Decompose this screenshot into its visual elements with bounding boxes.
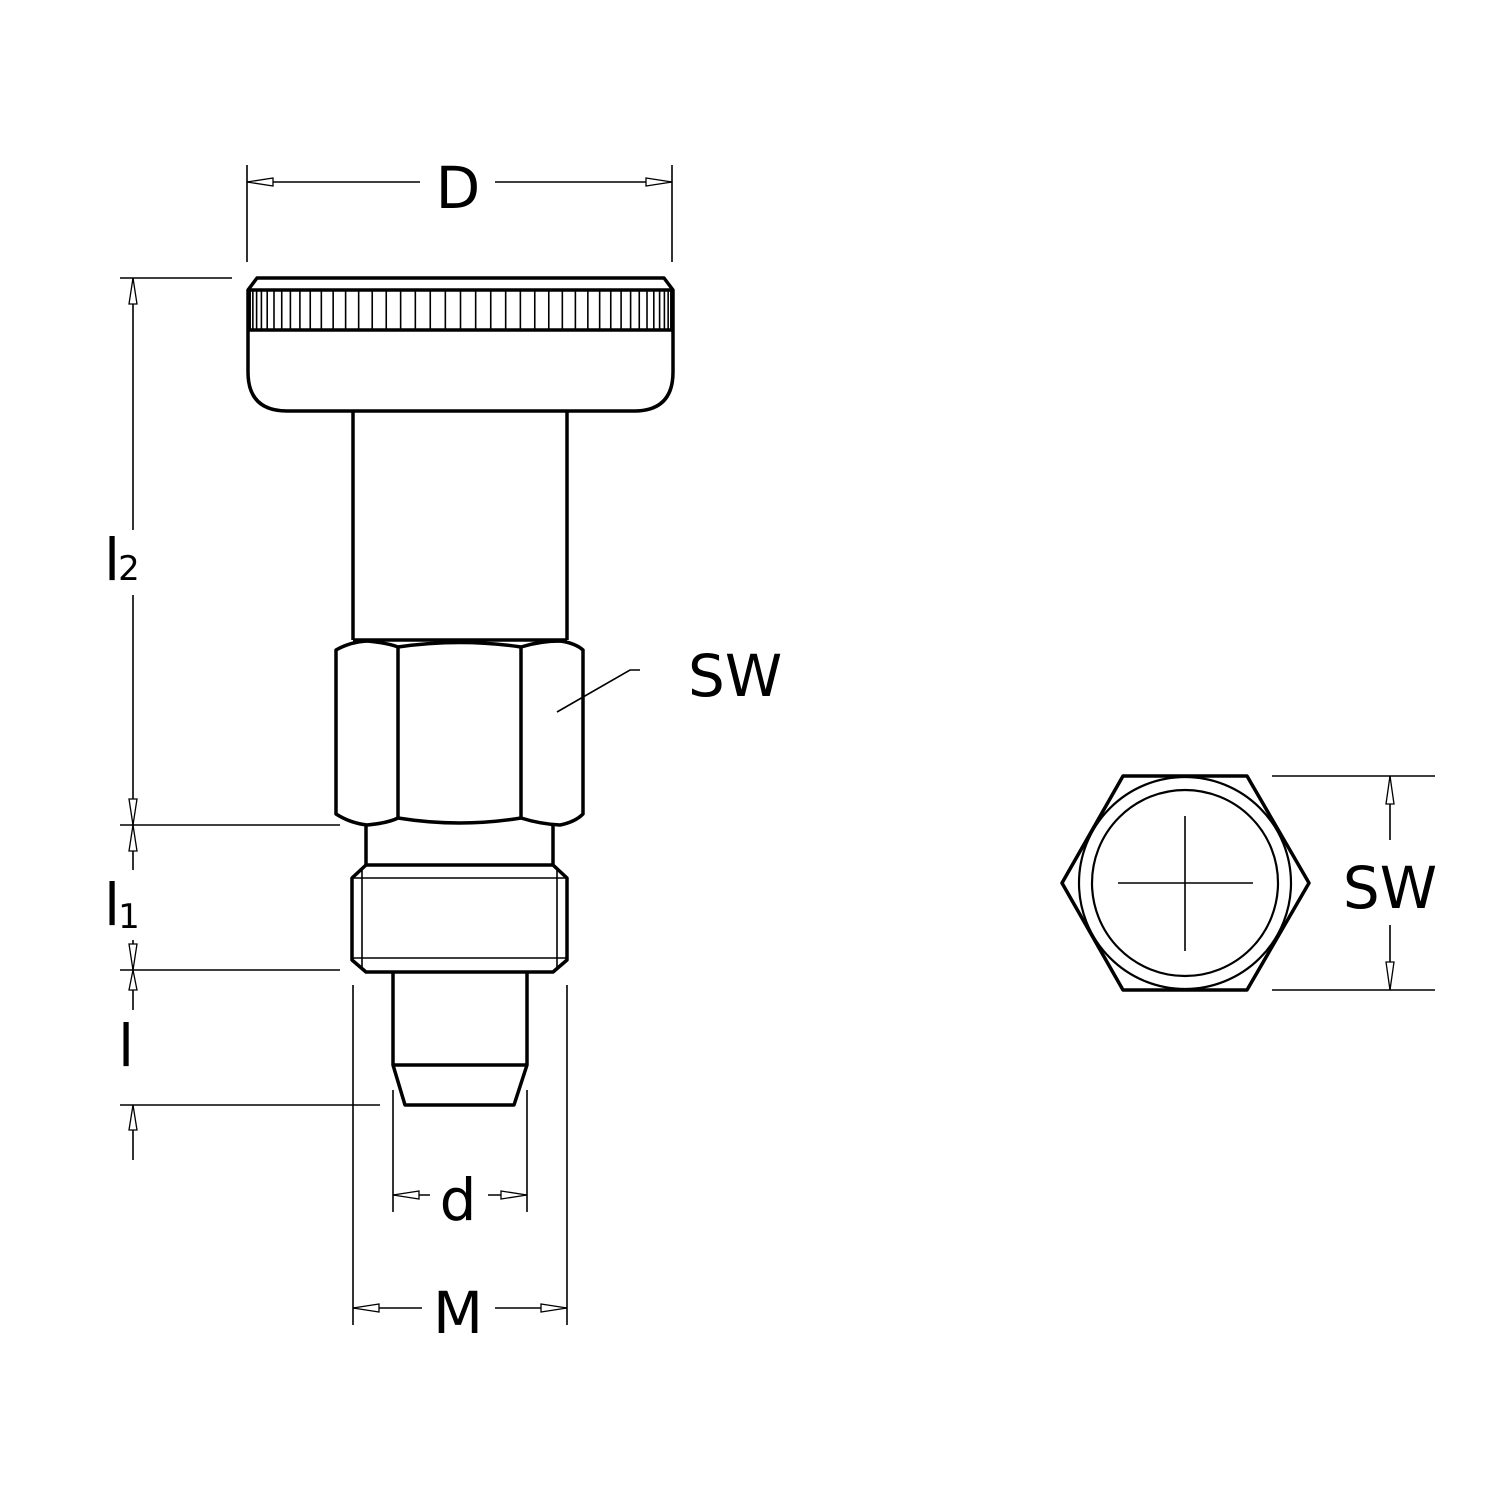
label-l: l [118,1012,134,1080]
pin [391,972,529,1107]
dimension-l: l [118,969,380,1160]
label-SW-side: SW [688,642,782,710]
hex-end-view [1060,774,1311,992]
label-SW-end: SW [1343,854,1437,922]
shaft [351,411,569,640]
knurl-pattern [247,290,674,330]
knob [246,276,675,413]
label-l2: l2 [104,526,140,594]
dimension-D: D [246,154,673,262]
label-d: d [440,1166,477,1234]
hex-nut [334,638,585,827]
label-l1: l1 [104,871,140,939]
dimension-SW-end: SW [1272,775,1437,991]
neck [364,825,555,865]
leader-SW: SW [556,642,782,713]
label-M: M [433,1279,483,1347]
dimension-d: d [392,1090,528,1234]
thread [350,863,569,974]
dimension-l1: l1 [104,824,340,971]
label-D: D [436,154,481,222]
dimension-M: M [352,985,568,1347]
dimension-l2: l2 [104,277,340,826]
